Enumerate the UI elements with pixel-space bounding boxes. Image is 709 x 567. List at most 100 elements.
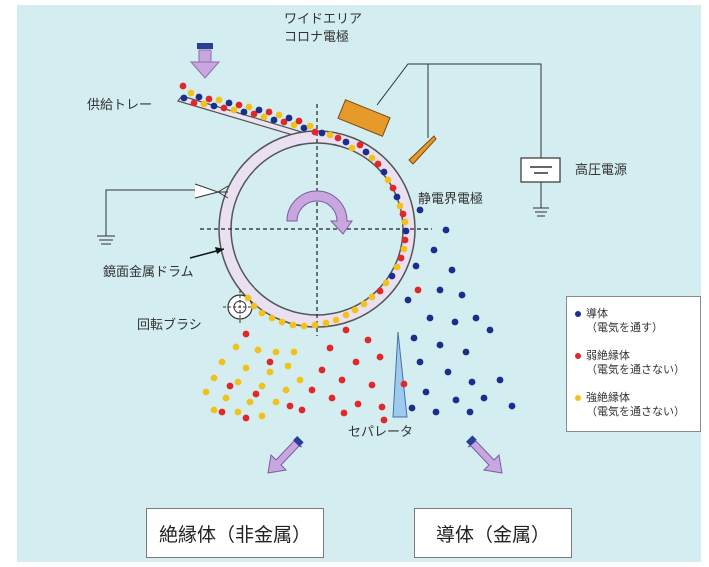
particle — [376, 287, 384, 295]
particle — [234, 378, 242, 386]
particle — [400, 245, 408, 253]
particle — [245, 103, 253, 111]
particle — [342, 138, 350, 146]
particle — [400, 380, 408, 388]
particle — [374, 160, 382, 168]
particle — [326, 131, 334, 139]
particle — [244, 294, 252, 302]
particle — [282, 386, 290, 394]
particle — [225, 99, 233, 107]
particle — [410, 334, 418, 342]
particle — [402, 227, 410, 235]
particle — [222, 394, 230, 402]
high-voltage-source-icon — [520, 157, 561, 183]
particle — [308, 386, 316, 394]
particle — [246, 398, 254, 406]
particle — [286, 402, 294, 410]
particle — [298, 406, 306, 414]
legend-item-strong-insulator: 強絶縁体 （電気を通さない） — [575, 391, 685, 420]
particle — [332, 316, 340, 324]
particle — [306, 122, 314, 130]
particles — [179, 82, 516, 424]
particle — [397, 254, 405, 262]
particle — [258, 412, 266, 420]
particle — [260, 113, 268, 121]
particle — [393, 193, 401, 201]
legend-weak-insulator-note: （電気を通さない） — [586, 363, 685, 377]
particle — [311, 321, 319, 329]
particle — [242, 364, 250, 372]
particle — [448, 266, 456, 274]
drum-label: 鏡面金属ドラム — [103, 265, 194, 280]
static-field-electrode — [408, 135, 437, 165]
rotation-arrow-icon — [286, 190, 353, 235]
particle — [318, 366, 326, 374]
particle — [311, 128, 319, 136]
particle — [452, 396, 460, 404]
particle — [300, 124, 308, 132]
legend-conductor-note: （電気を通す） — [586, 321, 663, 335]
particle — [356, 141, 364, 149]
particle — [480, 394, 488, 402]
particle — [342, 311, 350, 319]
particle — [462, 348, 470, 356]
particle — [408, 404, 416, 412]
strong-insulator-dot-icon — [575, 395, 581, 401]
particle — [295, 117, 303, 125]
conductor-dot-icon — [575, 311, 581, 317]
particle — [250, 302, 258, 310]
particle — [376, 353, 384, 361]
particle — [399, 210, 407, 218]
particle — [458, 291, 466, 299]
particle — [436, 341, 444, 349]
particle — [468, 378, 476, 386]
particle — [444, 368, 452, 376]
conductor-output-arrow-icon — [466, 435, 503, 474]
particle — [218, 358, 226, 366]
mirror-metal-drum — [218, 130, 416, 328]
particle — [266, 358, 274, 366]
particle — [436, 286, 444, 294]
particle — [326, 344, 334, 352]
particle — [220, 104, 228, 112]
particle — [284, 362, 292, 370]
separator-label: セパレータ — [348, 425, 414, 440]
particle — [187, 89, 195, 97]
particle — [290, 348, 298, 356]
particle — [234, 408, 242, 416]
particle — [380, 416, 388, 424]
particle — [401, 218, 409, 226]
particle — [258, 309, 266, 317]
static-electrode-label: 静電界電極 — [418, 192, 484, 207]
particle — [242, 330, 250, 338]
particle — [226, 382, 234, 390]
particle — [265, 108, 273, 116]
weak-insulator-dot-icon — [575, 353, 581, 359]
particle — [296, 376, 304, 384]
particle — [200, 100, 208, 108]
particle — [382, 279, 390, 287]
brush-label: 回転ブラシ — [137, 318, 202, 333]
particle — [352, 358, 360, 366]
high-voltage-wiring — [376, 63, 549, 217]
corona-electrode-label-line2: コロナ電極 — [284, 30, 350, 45]
particle — [472, 314, 480, 322]
particle — [289, 321, 297, 329]
particle — [348, 144, 356, 152]
insulator-output-arrow-icon — [267, 436, 304, 474]
particle — [368, 381, 376, 389]
particle — [322, 319, 330, 327]
particle — [426, 314, 434, 322]
feed-arrow-icon — [189, 43, 221, 79]
particle — [250, 110, 258, 118]
particle — [180, 94, 188, 102]
insulator-output-box: 絶縁体（非金属） — [146, 508, 324, 558]
legend-item-weak-insulator: 弱絶縁体 （電気を通さない） — [575, 349, 685, 378]
particle — [388, 272, 396, 280]
particle — [272, 398, 280, 406]
particle — [384, 176, 392, 184]
particle — [360, 300, 368, 308]
particle — [401, 236, 409, 244]
particle — [252, 390, 260, 398]
particle — [466, 408, 474, 416]
